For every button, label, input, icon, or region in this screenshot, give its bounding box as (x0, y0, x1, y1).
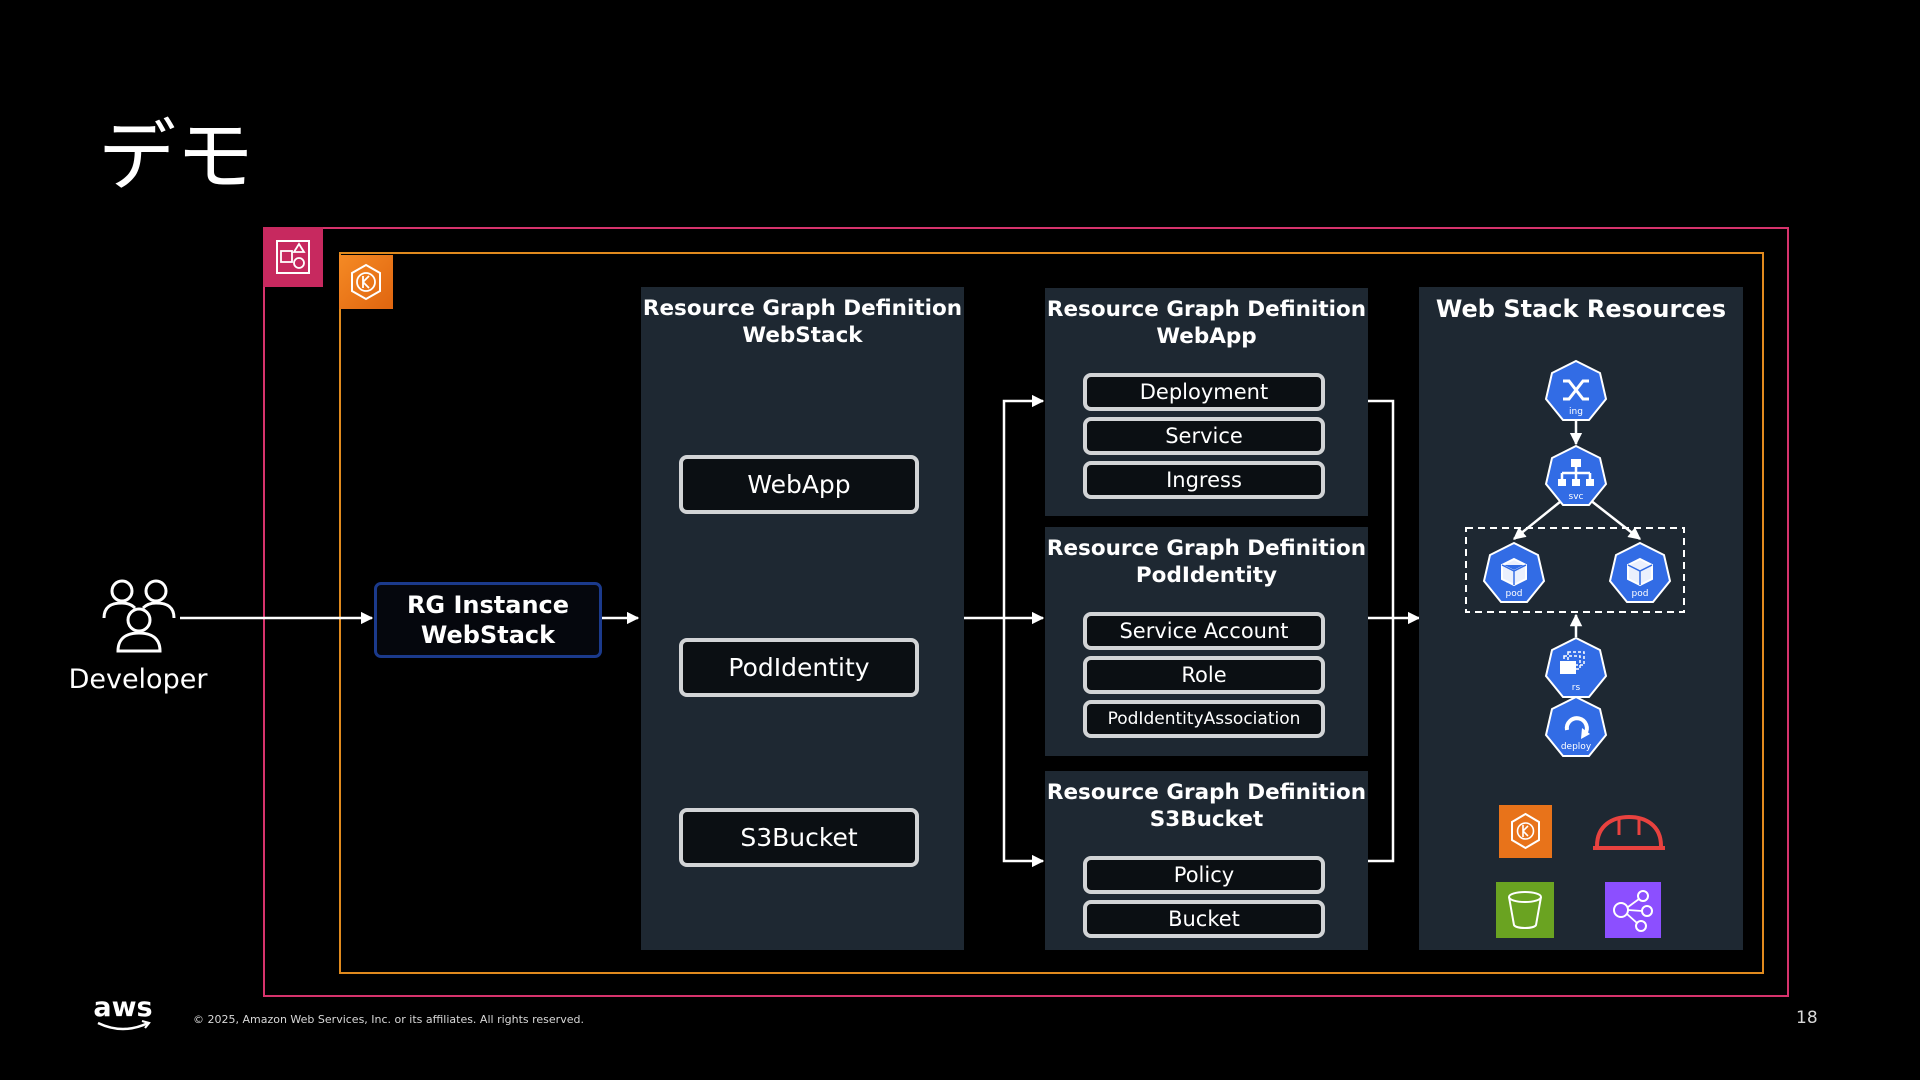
service-k8s-icon: svc (1544, 444, 1608, 506)
outer-group-frame (263, 227, 1789, 997)
replicaset-k8s-icon: rs (1544, 636, 1608, 698)
iam-role-icon (1593, 814, 1665, 850)
resources-panel-title: Web Stack Resources (1435, 295, 1727, 323)
shapes-icon (276, 240, 310, 274)
pod1-label: pod (1506, 589, 1523, 599)
pod2-label: pod (1632, 589, 1649, 599)
webstack-rgd-panel: Resource Graph Definition WebStack WebAp… (641, 287, 964, 950)
deployment-item: Deployment (1083, 373, 1325, 411)
podidentity-panel-title: Resource Graph Definition PodIdentity (1045, 535, 1368, 589)
service-account-item: Service Account (1083, 612, 1325, 650)
role-item: Role (1083, 656, 1325, 694)
aws-logo-icon: aws (93, 992, 153, 1031)
eks-icon (351, 263, 381, 301)
rgd-merge-bracket (1368, 399, 1395, 863)
panel-title-line1: Resource Graph Definition (1046, 536, 1367, 561)
podidentityassociation-item: PodIdentityAssociation (1083, 700, 1325, 738)
webstack-to-webapp-arrow (1002, 394, 1045, 618)
panel-title-line2: PodIdentity (1135, 563, 1278, 588)
eks-service-icon (1499, 805, 1552, 858)
rg-instance-line1: RG Instance (406, 591, 570, 619)
rs-label: rs (1572, 683, 1581, 693)
page-number: 18 (1796, 1008, 1818, 1028)
k8s-resource-graph: ing svc pod pod (1465, 359, 1685, 938)
svc-label: svc (1569, 492, 1584, 502)
aws-logo: aws (92, 992, 154, 1038)
webapp-item: WebApp (679, 455, 919, 514)
rg-instance-line2: WebStack (420, 621, 556, 649)
deploy-label: deploy (1561, 742, 1592, 752)
panel-title-line2: WebApp (1156, 324, 1257, 349)
pod-group-dashed-box (1465, 527, 1685, 613)
panel-title-line1: Resource Graph Definition (1046, 297, 1367, 322)
webstack-panel-title: Resource Graph Definition WebStack (641, 295, 964, 349)
rg-instance-box: RG Instance WebStack (374, 582, 602, 658)
pod-k8s-icon: pod (1482, 541, 1546, 603)
pod-k8s-icon: pod (1608, 541, 1672, 603)
s3bucket-item: S3Bucket (679, 808, 919, 867)
bucket-item: Bucket (1083, 900, 1325, 938)
s3bucket-rgd-panel: Resource Graph Definition S3Bucket Polic… (1045, 771, 1368, 950)
slide-title: デモ (98, 112, 255, 202)
users-icon (102, 579, 176, 653)
webstack-to-s3bucket-arrow (1002, 618, 1045, 868)
deployment-k8s-icon: deploy (1544, 695, 1608, 757)
podidentity-rgd-panel: Resource Graph Definition PodIdentity Se… (1045, 527, 1368, 756)
ing-label: ing (1569, 407, 1583, 417)
s3bucket-panel-title: Resource Graph Definition S3Bucket (1045, 779, 1368, 833)
panel-title-line1: Resource Graph Definition (642, 296, 963, 321)
service-item: Service (1083, 417, 1325, 455)
eks-badge (339, 255, 393, 309)
policy-item: Policy (1083, 856, 1325, 894)
webapp-panel-title: Resource Graph Definition WebApp (1045, 296, 1368, 350)
ingress-k8s-icon: ing (1544, 359, 1608, 421)
podidentity-item: PodIdentity (679, 638, 919, 697)
web-stack-resources-panel: Web Stack Resources ing (1419, 287, 1743, 950)
developer-group (98, 576, 180, 662)
webapp-rgd-panel: Resource Graph Definition WebApp Deploym… (1045, 288, 1368, 516)
panel-title-line1: Resource Graph Definition (1046, 780, 1367, 805)
copyright-text: © 2025, Amazon Web Services, Inc. or its… (193, 1013, 584, 1026)
eks-cluster-frame (339, 252, 1764, 974)
shapes-group-badge (263, 227, 323, 287)
panel-title-line2: WebStack (742, 323, 863, 348)
s3-icon (1496, 882, 1554, 938)
panel-title-line2: S3Bucket (1149, 807, 1264, 832)
eventbridge-icon (1605, 882, 1661, 938)
ingress-item: Ingress (1083, 461, 1325, 499)
developer-label: Developer (68, 664, 208, 695)
svg-text:aws: aws (93, 994, 152, 1023)
